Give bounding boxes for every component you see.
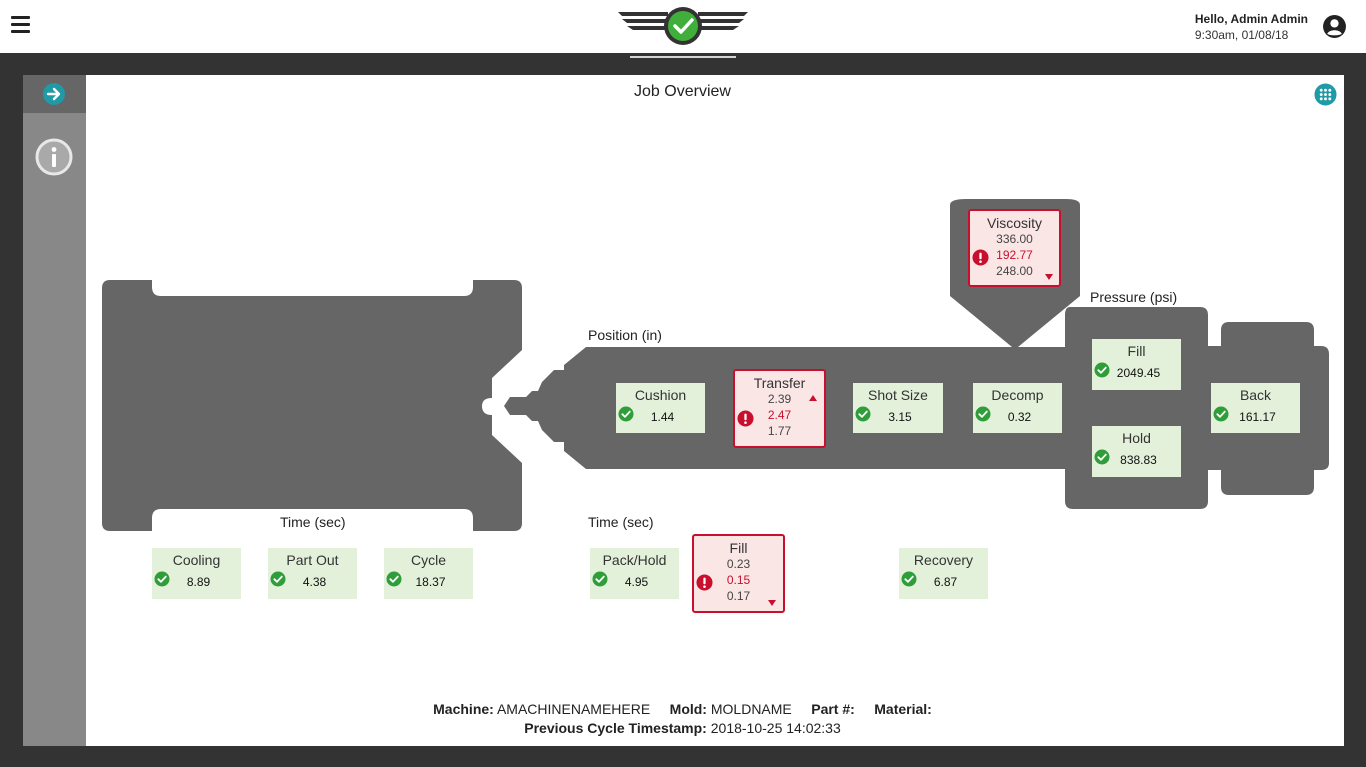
winged-check-logo	[612, 7, 754, 62]
fill-time-label: Fill	[729, 540, 748, 556]
viscosity-alarm-tile[interactable]: Viscosity 336.00 192.77 248.00	[968, 209, 1061, 287]
machine-label: Machine:	[433, 701, 494, 717]
fill-time-current: 0.15	[726, 573, 751, 587]
page-title: Job Overview	[86, 83, 1279, 101]
fill-pressure-value: 2049.45	[1116, 366, 1161, 380]
check-circle-icon	[1094, 449, 1110, 465]
grid-dots-icon[interactable]	[1314, 83, 1337, 106]
pressure-section-label: Pressure (psi)	[1090, 289, 1178, 305]
part-out-tile[interactable]: Part Out 4.38	[268, 548, 357, 599]
exclamation-circle-icon	[696, 574, 713, 591]
machine-schematic	[102, 199, 1329, 531]
viscosity-low: 248.00	[996, 264, 1033, 278]
decomp-tile[interactable]: Decomp 0.32	[973, 383, 1062, 433]
page-title-text: Job Overview	[634, 83, 731, 100]
job-info-line: Machine: AMACHINENAMEHERE Mold: MOLDNAME…	[86, 701, 1279, 717]
check-circle-icon	[1094, 362, 1110, 378]
back-pressure-value: 161.17	[1239, 410, 1276, 424]
cushion-label: Cushion	[634, 387, 687, 403]
cushion-value: 1.44	[650, 410, 675, 424]
back-pressure-label: Back	[1239, 387, 1272, 403]
hamburger-menu-icon[interactable]	[11, 16, 30, 33]
cycle-value: 18.37	[415, 575, 446, 589]
exclamation-circle-icon	[972, 249, 989, 266]
cushion-tile[interactable]: Cushion 1.44	[616, 383, 705, 433]
pack-hold-tile[interactable]: Pack/Hold 4.95	[590, 548, 679, 599]
clamp-unit-shape	[102, 280, 522, 531]
clamp-time-section-label: Time (sec)	[280, 514, 346, 530]
shot-size-label: Shot Size	[868, 387, 928, 403]
injection-time-section-label: Time (sec)	[588, 514, 654, 530]
fill-time-high: 0.23	[726, 557, 751, 571]
check-circle-icon	[1213, 406, 1229, 422]
job-overview-panel: Job Overview Position (in) Pressure (psi…	[86, 75, 1344, 746]
top-bar: Hello, Admin Admin 9:30am, 01/08/18	[0, 0, 1366, 62]
viscosity-label: Viscosity	[987, 215, 1042, 231]
user-greeting: Hello, Admin Admin 9:30am, 01/08/18	[1195, 11, 1308, 43]
viscosity-current: 192.77	[996, 248, 1033, 262]
greeting-datetime: 9:30am, 01/08/18	[1194, 28, 1289, 42]
pack-hold-value: 4.95	[624, 575, 649, 589]
mold-label: Mold:	[669, 701, 707, 717]
nozzle-shape	[504, 370, 564, 442]
check-circle-icon	[901, 571, 917, 587]
rail-header	[23, 75, 86, 113]
timestamp-label: Previous Cycle Timestamp:	[524, 720, 707, 736]
timestamp-value: 2018-10-25 14:02:33	[710, 720, 841, 736]
account-circle-icon[interactable]	[1322, 14, 1347, 39]
triangle-down-icon	[768, 600, 776, 606]
hold-pressure-tile[interactable]: Hold 838.83	[1092, 426, 1181, 477]
check-circle-icon	[270, 571, 286, 587]
exclamation-circle-icon	[737, 410, 754, 427]
check-circle-icon	[975, 406, 991, 422]
cooling-tile[interactable]: Cooling 8.89	[152, 548, 241, 599]
hold-pressure-value: 838.83	[1120, 453, 1157, 467]
transfer-label: Transfer	[753, 375, 806, 391]
transfer-current: 2.47	[767, 408, 792, 422]
pack-hold-label: Pack/Hold	[602, 552, 667, 568]
fill-time-low: 0.17	[726, 589, 751, 603]
recovery-tile[interactable]: Recovery 6.87	[899, 548, 988, 599]
cycle-tile[interactable]: Cycle 18.37	[384, 548, 473, 599]
side-rail	[23, 75, 86, 746]
triangle-down-icon	[1045, 274, 1053, 280]
transfer-high: 2.39	[767, 392, 792, 406]
material-label: Material:	[874, 701, 932, 717]
arrow-right-icon[interactable]	[42, 82, 66, 106]
cycle-label: Cycle	[410, 552, 446, 568]
check-circle-icon	[618, 406, 634, 422]
part-out-value: 4.38	[302, 575, 327, 589]
recovery-value: 6.87	[933, 575, 958, 589]
fill-time-alarm-tile[interactable]: Fill 0.23 0.15 0.17	[692, 534, 785, 613]
fill-pressure-tile[interactable]: Fill 2049.45	[1092, 339, 1181, 390]
check-circle-icon	[592, 571, 608, 587]
machine-value: AMACHINENAMEHERE	[496, 701, 651, 717]
transfer-alarm-tile[interactable]: Transfer 2.39 2.47 1.77	[733, 369, 826, 448]
shot-size-tile[interactable]: Shot Size 3.15	[853, 383, 943, 433]
position-section-label: Position (in)	[588, 327, 662, 343]
cooling-label: Cooling	[172, 552, 221, 568]
info-icon[interactable]	[35, 138, 73, 176]
cooling-value: 8.89	[186, 575, 211, 589]
check-circle-icon	[855, 406, 871, 422]
recovery-label: Recovery	[913, 552, 974, 568]
decomp-value: 0.32	[1007, 410, 1032, 424]
hold-pressure-label: Hold	[1122, 430, 1151, 446]
fill-pressure-label: Fill	[1127, 343, 1146, 359]
decomp-label: Decomp	[991, 387, 1044, 403]
viscosity-high: 336.00	[996, 232, 1033, 246]
shot-size-value: 3.15	[888, 410, 912, 424]
pressure-block-shape	[1065, 307, 1208, 509]
timestamp-line: Previous Cycle Timestamp: 2018-10-25 14:…	[86, 720, 1279, 736]
check-circle-icon	[154, 571, 170, 587]
transfer-low: 1.77	[767, 424, 792, 438]
greeting-name: Hello, Admin Admin	[1194, 12, 1308, 26]
mold-value: MOLDNAME	[710, 701, 792, 717]
back-pressure-tile[interactable]: Back 161.17	[1211, 383, 1300, 433]
triangle-up-icon	[809, 395, 817, 401]
check-circle-icon	[386, 571, 402, 587]
part-out-label: Part Out	[286, 552, 339, 568]
part-label: Part #:	[811, 701, 855, 717]
